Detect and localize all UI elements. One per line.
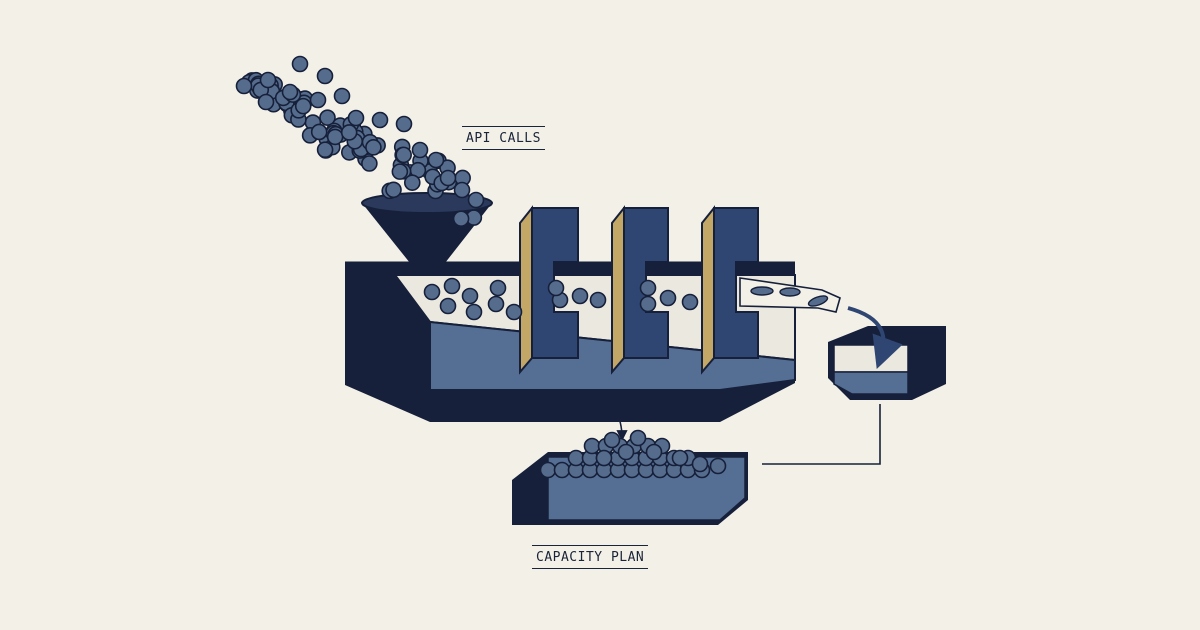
token: [583, 437, 601, 455]
overflow-bucket: [828, 326, 946, 400]
token: [391, 163, 409, 180]
token: [427, 151, 445, 169]
token: [235, 77, 253, 95]
token: [347, 109, 365, 127]
token: [259, 71, 277, 89]
token: [423, 283, 441, 301]
token: [316, 141, 334, 159]
token: [645, 443, 663, 461]
token: [671, 449, 689, 467]
token: [603, 431, 621, 449]
capacity-plan-label: CAPACITY PLAN: [532, 545, 649, 569]
token: [309, 91, 327, 109]
token: [709, 457, 727, 475]
token: [487, 295, 505, 313]
token: [365, 139, 382, 156]
token: [316, 67, 334, 85]
pipe-tokens: [750, 286, 829, 307]
token: [617, 443, 635, 461]
token: [439, 297, 457, 315]
token: [257, 93, 275, 111]
token: [294, 97, 312, 115]
token: [291, 55, 309, 73]
token: [505, 303, 523, 321]
token: [547, 279, 565, 297]
token: [310, 123, 328, 141]
token: [461, 287, 479, 305]
token: [629, 429, 647, 447]
token: [385, 181, 402, 199]
trough-tokens: [423, 277, 699, 321]
incoming-stream: [235, 55, 485, 227]
token: [489, 279, 507, 297]
token: [319, 109, 336, 126]
token: [340, 124, 358, 141]
token: [453, 181, 471, 199]
token: [553, 461, 571, 479]
token: [539, 461, 557, 479]
token: [395, 146, 412, 164]
connector-line: [762, 404, 881, 465]
token: [691, 455, 709, 473]
token: [403, 174, 421, 191]
token: [639, 279, 657, 297]
api-calls-label: API CALLS: [462, 126, 545, 150]
token: [659, 289, 677, 307]
token: [452, 210, 470, 227]
gate-3: [701, 205, 759, 375]
token: [589, 291, 607, 309]
gate-1: [519, 205, 579, 375]
capacity-tokens: [539, 429, 727, 479]
drain-arrow: [594, 392, 628, 442]
token: [411, 141, 429, 159]
token: [333, 87, 351, 105]
token: [443, 277, 461, 295]
overflow-arrow: [847, 306, 903, 370]
token: [281, 83, 299, 101]
token: [439, 169, 457, 187]
token: [571, 287, 589, 305]
token: [326, 128, 344, 146]
token: [371, 111, 389, 129]
token: [567, 449, 585, 467]
token: [681, 293, 699, 311]
token: [395, 115, 413, 133]
token: [465, 303, 483, 321]
token: [467, 191, 485, 209]
token: [361, 155, 378, 172]
token: [639, 295, 657, 313]
token: [595, 449, 613, 467]
